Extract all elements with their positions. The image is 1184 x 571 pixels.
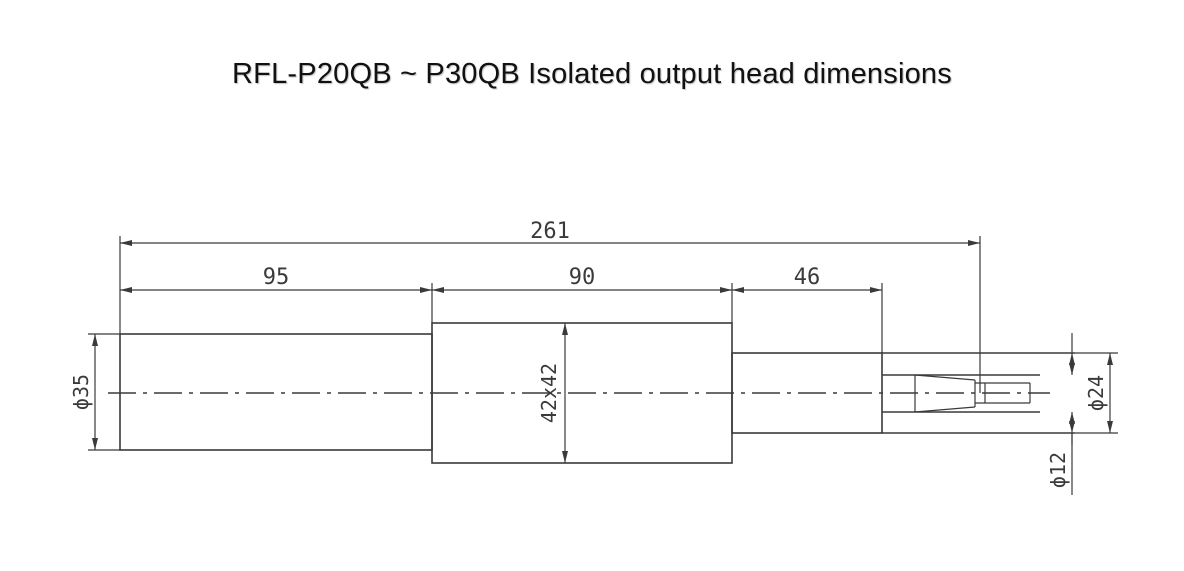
label-overall-length: 261 — [530, 219, 570, 244]
shaft-section-1 — [119, 333, 433, 451]
label-diameter-24: ϕ24 — [1084, 375, 1108, 411]
label-square-42: 42x42 — [537, 363, 561, 423]
label-section1-length: 95 — [263, 265, 290, 290]
label-section3-length: 46 — [794, 265, 821, 290]
extension-lines — [88, 236, 1118, 451]
label-section2-length: 90 — [569, 265, 596, 290]
label-diameter-35: ϕ35 — [69, 374, 93, 410]
diagram-title: RFL-P20QB ~ P30QB Isolated output head d… — [232, 58, 952, 90]
label-diameter-12: ϕ12 — [1046, 452, 1070, 488]
